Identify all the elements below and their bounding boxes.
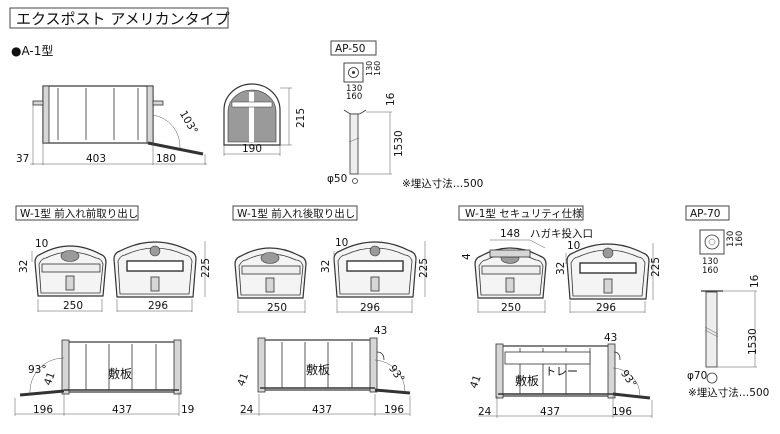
w1-front-dim-10: 10 [35, 238, 48, 250]
a1-dim-angle: 103° [177, 109, 200, 137]
ap50-dim-height: 1530 [393, 130, 405, 157]
w1-rear-mailbox-front [234, 247, 307, 299]
w1-security-postcard-slot [489, 249, 531, 258]
w1-security-dim-lines [477, 239, 654, 313]
w1-security-dim-196: 196 [612, 406, 632, 418]
w1-security-dim-43: 43 [604, 332, 617, 344]
w1-security-dim-225: 225 [650, 257, 662, 277]
w1-front-dim-225: 225 [200, 258, 212, 278]
w1-front-label: W-1型 前入れ前取り出し [20, 207, 138, 220]
w1-rear-dim-296: 296 [360, 302, 380, 314]
ap70-dim-top: 16 [749, 274, 761, 288]
w1-rear-dim-225: 225 [418, 258, 430, 278]
w1-rear-dim-250: 250 [267, 302, 287, 314]
ap50-note: ※埋込寸法…500 [402, 177, 483, 190]
w1-security-dim-41: 41 [468, 373, 484, 390]
w1-rear-dim-437: 437 [312, 404, 332, 416]
w1-front-top-view [14, 339, 182, 416]
ap70-post [701, 290, 757, 384]
w1-front-dim-437: 437 [112, 404, 132, 416]
w1-security-dim-296: 296 [596, 302, 616, 314]
w1-rear-top-view [240, 337, 411, 416]
a1-dim-door: 180 [156, 153, 176, 165]
ap70-plate-side-1: 130 [726, 231, 736, 247]
w1-security-dim-angle: 93° [618, 368, 639, 390]
w1-security-tray-label: トレー [545, 365, 578, 378]
ap50-label: AP-50 [335, 43, 365, 55]
w1-rear-plate-label: 敷板 [306, 362, 330, 377]
ap70-plate-side-2: 160 [735, 231, 745, 247]
a1-top-view [30, 85, 207, 165]
w1-front-dim-19: 19 [181, 404, 194, 416]
w1-front-dim-angle: 93° [28, 364, 47, 376]
w1-security-dim-148: 148 [500, 228, 520, 240]
ap70-dim-height: 1530 [747, 328, 759, 355]
a1-dim-front-width: 190 [242, 143, 262, 155]
w1-security-dim-437: 437 [540, 406, 560, 418]
w1-security-label: W-1型 セキュリティ仕様 [465, 207, 583, 220]
a1-dim-left: 37 [16, 153, 29, 165]
title-box [9, 7, 229, 29]
w1-security-dim-24: 24 [478, 406, 492, 418]
w1-rear-dim-10: 10 [335, 237, 348, 249]
ap50-base-plate [343, 62, 364, 83]
w1-front-plate-label: 敷板 [108, 366, 132, 381]
ap70-label: AP-70 [690, 208, 720, 220]
a1-dim-width: 403 [86, 153, 106, 165]
w1-front-dim-lines [31, 241, 206, 312]
ap50-plate-side-1: 130 [365, 61, 374, 76]
w1-rear-dim-41: 41 [235, 371, 251, 388]
page-title: エクスポスト アメリカンタイプ [16, 10, 230, 28]
ap70-plate-bottom-2: 160 [702, 266, 718, 276]
w1-rear-dim-32: 32 [320, 260, 332, 273]
w1-rear-dim-43: 43 [374, 325, 387, 337]
w1-security-dim-4: 4 [461, 253, 473, 260]
w1-rear-dim-lines [237, 241, 426, 313]
w1-front-dim-196: 196 [33, 404, 53, 416]
w1-security-plate-label: 敷板 [515, 373, 539, 388]
w1-security-mailbox-rear [566, 243, 650, 300]
w1-front-dim-41: 41 [42, 370, 58, 387]
ap50-plate-bottom-2: 160 [346, 92, 362, 102]
w1-front-dim-32: 32 [18, 260, 30, 273]
ap70-base-plate [699, 229, 725, 255]
ap70-plate-bottom-1: 130 [702, 257, 718, 267]
ap50-post [343, 109, 392, 184]
ap70-note: ※埋込寸法…500 [688, 386, 769, 399]
w1-security-top-view [478, 343, 653, 418]
w1-security-dim-32: 32 [555, 262, 567, 275]
w1-security-dim-10: 10 [567, 240, 580, 252]
w1-security-dim-250: 250 [501, 302, 521, 314]
w1-front-dim-250: 250 [63, 300, 83, 312]
a1-label: ●A-1型 [11, 44, 53, 58]
w1-front-mailbox-front [34, 245, 107, 297]
a1-front-view [223, 83, 292, 156]
ap50-plate-side-2: 160 [373, 61, 382, 76]
w1-security-slot-label: ハガキ投入口 [530, 227, 593, 240]
ap70-diameter: φ70 [687, 370, 707, 382]
ap50-plate-bottom-1: 130 [346, 84, 362, 94]
w1-rear-dim-196: 196 [384, 404, 404, 416]
a1-dim-front-height: 215 [295, 108, 307, 128]
ap50-diameter: φ50 [327, 173, 347, 185]
w1-rear-dim-24: 24 [240, 404, 254, 416]
w1-rear-mailbox-rear [333, 241, 417, 298]
w1-front-dim-296: 296 [148, 300, 168, 312]
ap50-dim-top: 16 [385, 92, 397, 106]
w1-rear-label: W-1型 前入れ後取り出し [237, 207, 355, 220]
w1-front-mailbox-rear [113, 241, 197, 298]
